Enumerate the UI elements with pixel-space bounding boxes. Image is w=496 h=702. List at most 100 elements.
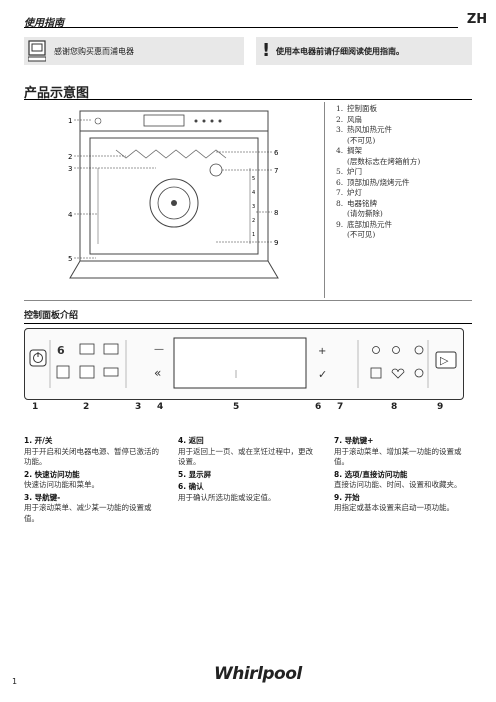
control-description-title: 9. 开始: [334, 492, 360, 502]
panel-number-7: 7: [337, 402, 344, 412]
oven-diagram: 1 2 3 4 5 6 7 8 9 5 4 3 2 1: [68, 110, 279, 279]
thanks-notice: [24, 37, 244, 65]
section-separator: [24, 300, 472, 301]
legend-text: 风扇: [347, 114, 362, 124]
callout-6: 6: [274, 149, 279, 157]
panel-number-5: 5: [233, 402, 240, 412]
callout-9: 9: [274, 239, 278, 247]
legend-text: 控制面板: [347, 104, 377, 113]
legend-item: 7.炉灯: [336, 188, 420, 199]
control-description-title: 6. 确认: [178, 482, 204, 491]
brand-logo: Whirlpool: [214, 664, 302, 684]
control-description: 2. 快速访问功能快速访问功能和菜单。: [24, 470, 164, 491]
legend-number: [336, 157, 347, 168]
page-number: 1: [12, 677, 18, 686]
header-title: 使用指南: [24, 18, 64, 29]
header-rule: [24, 27, 460, 28]
control-description: 7. 导航键+用于滚动菜单、增加某一功能的设置或值。: [334, 436, 474, 468]
legend-item: 6.顶部加热/烧烤元件: [336, 178, 420, 189]
shelf-level-5: 5: [252, 176, 255, 182]
legend-text: 底部加热元件: [347, 219, 392, 229]
legend-item: (层数标志在烤箱前方): [336, 157, 420, 168]
thanks-text: 感谢您购买惠而浦电器: [54, 47, 134, 56]
panel-number-1: 1: [32, 402, 39, 412]
callout-8: 8: [274, 209, 278, 217]
callout-1: 1: [68, 117, 72, 125]
control-description-title: 2. 快速访问功能: [24, 469, 80, 479]
control-title: 控制面板介绍: [24, 311, 79, 321]
control-description: 9. 开始用指定或基本设置来启动一项功能。: [334, 493, 474, 514]
legend-number: [336, 230, 347, 241]
legend-text: 搁架: [347, 146, 362, 155]
legend-number: [336, 209, 347, 220]
legend-number: 7.: [336, 188, 344, 197]
control-description: 5. 显示屏: [178, 470, 318, 481]
legend-text: 顶部加热/烧烤元件: [347, 177, 410, 187]
callout-5: 5: [68, 255, 72, 263]
control-description-title: 7. 导航键+: [334, 436, 374, 445]
control-description: 4. 返回用于返回上一页、或在烹饪过程中，更改设置。: [178, 436, 318, 468]
shelf-level-3: 3: [252, 204, 255, 210]
control-description-text: 用于滚动菜单、减少某一功能的设置或值。: [24, 503, 152, 523]
warning-icon: !: [262, 40, 271, 61]
control-panel-drawing: 6 — « + ✓ ▷: [29, 337, 457, 389]
control-description-title: 1. 开/关: [24, 436, 53, 445]
legend-number: 3.: [336, 125, 344, 134]
control-description-text: 用于开启和关闭电器电源、暂停已激活的功能。: [24, 446, 159, 467]
shelf-level-4: 4: [252, 190, 255, 196]
legend-item: 8.电器铭牌: [336, 199, 420, 210]
legend-number: 1.: [336, 104, 344, 113]
control-description: 8. 选项/直接访问功能直接访问功能、时间、设置和收藏夹。: [334, 470, 474, 491]
legend-text: 炉灯: [347, 188, 362, 197]
legend-item: 2.风扇: [336, 115, 420, 126]
control-description: 3. 导航键-用于滚动菜单、减少某一功能的设置或值。: [24, 493, 164, 525]
legend-number: 9.: [336, 219, 344, 229]
panel-number-6: 6: [315, 402, 322, 412]
callout-7: 7: [274, 167, 278, 175]
desc-column-left: 1. 开/关用于开启和关闭电器电源、暂停已激活的功能。 2. 快速访问功能快速访问…: [24, 436, 164, 526]
legend-text: (请勿撕除): [347, 209, 383, 218]
legend-text: 热风加热元件: [347, 125, 392, 134]
panel-number-2: 2: [83, 402, 90, 412]
legend-item: (不可见): [336, 136, 420, 147]
control-description: 6. 确认用于确认所选功能或设定值。: [178, 482, 318, 503]
control-description-text: 直接访问功能、时间、设置和收藏夹。: [334, 480, 462, 489]
computer-icon: [28, 40, 46, 62]
start-key: ▷: [440, 354, 449, 367]
legend-divider: [324, 102, 325, 298]
control-description-text: 用于返回上一页、或在烹饪过程中，更改设置。: [178, 446, 313, 467]
legend-text: (不可见): [347, 135, 376, 145]
control-description-title: 4. 返回: [178, 436, 204, 445]
legend-item: 9.底部加热元件: [336, 220, 420, 231]
legend-item: 1.控制面板: [336, 104, 420, 115]
callout-3: 3: [68, 165, 72, 173]
legend-item: 4.搁架: [336, 146, 420, 157]
read-first-notice: [256, 37, 472, 65]
shelf-level-1: 1: [252, 232, 255, 238]
legend-number: 6.: [336, 177, 344, 187]
control-description-text: 用于滚动菜单、增加某一功能的设置或值。: [334, 446, 462, 467]
legend-number: 4.: [336, 146, 344, 155]
legend-item: (请勿撕除): [336, 209, 420, 220]
control-description-text: 用指定或基本设置来启动一项功能。: [334, 503, 454, 512]
legend-number: 8.: [336, 198, 344, 208]
legend-text: (不可见): [347, 230, 376, 239]
control-description-text: 用于确认所选功能或设定值。: [178, 492, 276, 502]
panel-number-9: 9: [437, 402, 444, 412]
legend-text: (层数标志在烤箱前方): [347, 156, 421, 166]
back-key: «: [154, 366, 161, 380]
callout-4: 4: [68, 211, 73, 219]
panel-number-8: 8: [391, 402, 398, 412]
language-code: ZH: [458, 10, 496, 30]
panel-number-3: 3: [135, 402, 142, 412]
product-rule: [24, 99, 472, 100]
control-rule: [24, 323, 472, 324]
legend-item: 5.炉门: [336, 167, 420, 178]
legend-text: 炉门: [347, 167, 362, 176]
callout-2: 2: [68, 153, 72, 161]
plus-key: +: [318, 346, 326, 357]
legend-number: [336, 136, 347, 147]
legend-number: 5.: [336, 167, 344, 176]
